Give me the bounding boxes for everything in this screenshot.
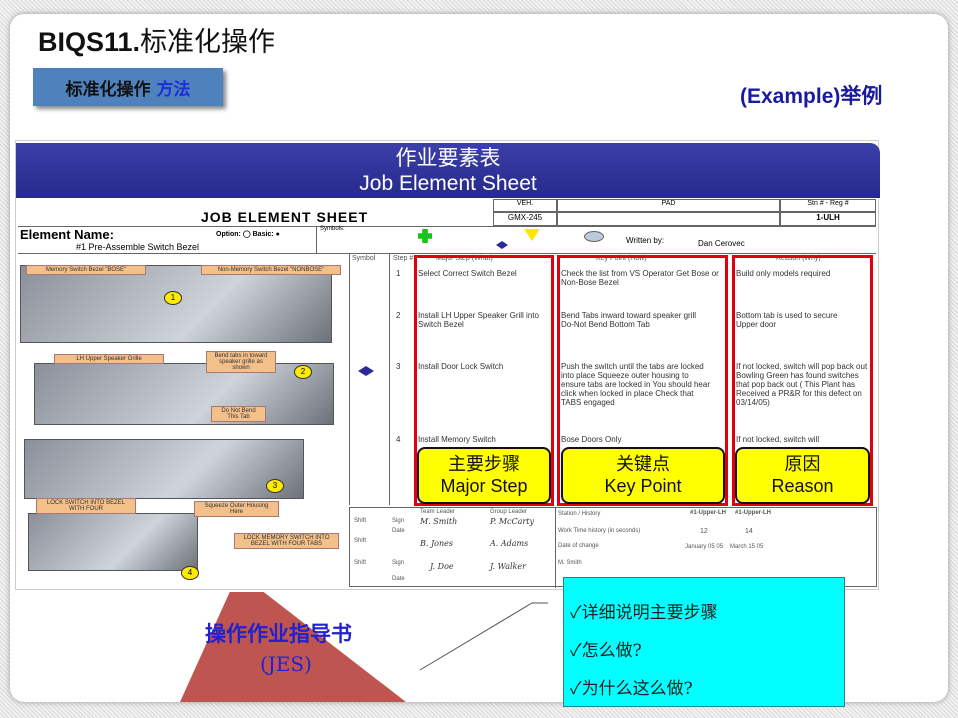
method-label: 标准化操作 <box>65 79 151 100</box>
jes-abbr: (JES) <box>260 652 312 676</box>
key-point: Bend Tabs inward toward speaker grill Do… <box>561 311 697 329</box>
reason: If not locked, switch will <box>736 435 820 444</box>
column-header-major: Major Step (What) <box>436 255 493 262</box>
key-point: Push the switch until the tabs are locke… <box>561 362 710 407</box>
column-header-symbol: Symbol <box>352 255 376 262</box>
stn-label: Stn # - Reg # <box>780 199 876 212</box>
step-number-badge: 4 <box>181 566 199 580</box>
notes-box: ✓详细说明主要步骤 ✓怎么做? ✓为什么这么做? <box>563 577 845 707</box>
photo-step-3 <box>24 439 304 499</box>
jes-header-band: 作业要素表 Job Element Sheet <box>16 143 880 198</box>
written-by: Dan Cerovec <box>698 239 745 248</box>
symbols-label: Symbols: <box>316 226 345 254</box>
written-by-label: Written by: <box>626 236 665 245</box>
pad-value <box>557 212 780 226</box>
reason: If not locked, switch will pop back out … <box>736 362 868 407</box>
step-number-badge: 3 <box>266 479 284 493</box>
photo-step-2 <box>34 363 334 425</box>
column-header-key: Key Point (How) <box>596 255 647 262</box>
photo-tag: LH Upper Speaker Grille <box>54 354 164 364</box>
element-name-label: Element Name: <box>20 227 114 242</box>
veh-label: VEH. <box>493 199 557 212</box>
photo-tag: Do Not Bend This Tab <box>211 406 266 422</box>
step-number: 2 <box>396 311 401 320</box>
column-header-step: Step # <box>393 255 414 262</box>
oval-icon <box>584 231 604 242</box>
major-step: Install Memory Switch <box>418 435 496 444</box>
photo-tag: Non-Memory Switch Bezel "NONBOSE" <box>201 265 341 275</box>
title-code: BIQS11. <box>38 27 141 57</box>
photo-tag: LOCK MEMORY SWITCH INTO BEZEL WITH FOUR … <box>234 533 339 549</box>
column-divider <box>389 253 390 505</box>
pad-label: PAD <box>557 199 780 212</box>
reason: Build only models required <box>736 269 831 278</box>
reason-highlight <box>732 255 873 506</box>
veh-value: GMX-245 <box>493 212 557 226</box>
slide-title: BIQS11.标准化操作 <box>38 20 275 59</box>
column-header-reason: Reason (Why) <box>776 255 821 262</box>
diamond-icon <box>496 241 508 249</box>
steps-table <box>349 253 877 505</box>
critical-diamond-icon <box>358 366 374 376</box>
connector-line <box>419 602 548 671</box>
note-item: ✓为什么这么做? <box>570 679 693 699</box>
signoff-area: Team Leader Group Leader Shift Shift Shi… <box>349 507 877 588</box>
method-highlight: 方法 <box>156 79 191 100</box>
jes-header-cn: 作业要素表 <box>395 147 501 170</box>
element-row <box>18 226 876 254</box>
photo-step-4 <box>28 513 198 571</box>
step-number-badge: 2 <box>294 365 312 379</box>
stn-value: 1-ULH <box>780 212 876 226</box>
step-number: 1 <box>396 269 401 278</box>
key-point-highlight <box>557 255 728 506</box>
photo-tag: Bend tabs in toward speaker grille as sh… <box>206 351 276 373</box>
photo-tag: Memory Switch Bezel "BOSE" <box>26 265 146 275</box>
sheet-title: JOB ELEMENT SHEET <box>201 209 369 225</box>
step-number: 3 <box>396 362 401 371</box>
major-step: Install LH Upper Speaker Grill into Swit… <box>418 311 539 329</box>
key-point: Check the list from VS Operator Get Bose… <box>561 269 719 287</box>
step-number: 4 <box>396 435 401 444</box>
major-step: Install Door Lock Switch <box>418 362 504 371</box>
note-item: ✓怎么做? <box>570 641 642 661</box>
major-step-highlight <box>414 255 554 506</box>
element-name: #1 Pre-Assemble Switch Bezel <box>76 242 200 252</box>
major-step: Select Correct Switch Bezel <box>418 269 517 278</box>
jes-header-en: Job Element Sheet <box>359 172 537 195</box>
step-number-badge: 1 <box>164 291 182 305</box>
reason: Bottom tab is used to secure Upper door <box>736 311 838 329</box>
example-label: (Example)举例 <box>740 85 883 108</box>
title-cn: 标准化操作 <box>140 27 276 58</box>
photo-tag: Squeeze Outer Housing Here <box>194 501 279 517</box>
method-box: 标准化操作方法 <box>33 68 223 106</box>
jes-name: 操作作业指导书 <box>205 621 352 646</box>
job-element-sheet: 作业要素表 Job Element Sheet JOB ELEMENT SHEE… <box>15 140 880 590</box>
photo-tag: LOCK SWITCH INTO BEZEL WITH FOUR <box>36 498 136 514</box>
key-point: Bose Doors Only <box>561 435 622 444</box>
note-item: ✓详细说明主要步骤 <box>570 603 718 623</box>
option-label: Option: ◯ Basic: ● <box>216 231 280 238</box>
